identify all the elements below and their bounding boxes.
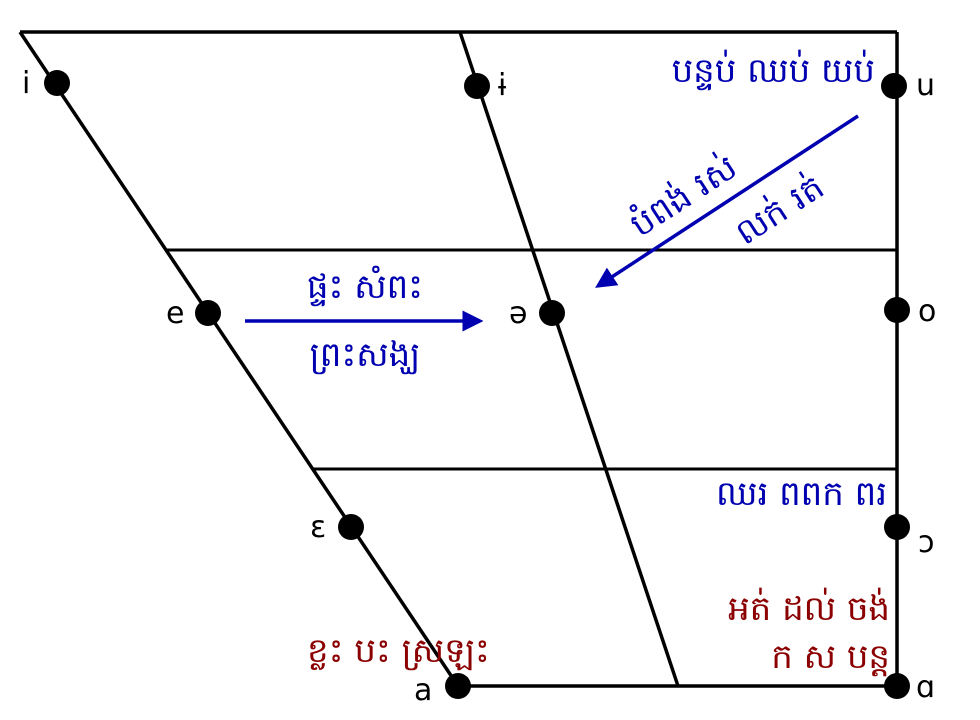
dot-e: [195, 300, 221, 326]
dot-schwa: [539, 300, 565, 326]
vowel-label-u: u: [916, 68, 935, 103]
dot-o: [884, 297, 910, 323]
vowel-label-open-o: ɔ: [918, 525, 934, 560]
khmer-back-open-lower: ក ស បន្ត: [771, 637, 890, 677]
vowel-label-script-a: ɑ: [916, 670, 935, 705]
arrow-u-to-schwa: [595, 114, 859, 288]
vowel-label-open-e: ɛ: [310, 510, 326, 545]
khmer-back-open-upper: អត់ ដល់ ចង់: [728, 587, 890, 629]
vowel-label-o: o: [918, 294, 936, 329]
front-edge: [18, 31, 460, 687]
vowel-label-e: e: [166, 296, 184, 331]
khmer-a-words: ខ្លះ បះ ស្រឡះ: [307, 631, 490, 671]
vowel-label-barred-i: ɨ: [498, 68, 506, 103]
dot-i: [44, 70, 70, 96]
vowel-dots: [44, 70, 910, 699]
vowel-label-schwa: ə: [509, 296, 527, 331]
dot-a: [445, 673, 471, 699]
dot-u: [881, 73, 907, 99]
dot-script-a: [884, 673, 910, 699]
khmer-e-upper: ផ្ទះ សំពះ: [307, 265, 423, 307]
central-line: [458, 31, 680, 687]
dot-barred-i: [464, 73, 490, 99]
vowel-label-i: i: [22, 66, 30, 101]
dot-open-e: [338, 514, 364, 540]
vowel-label-a: a: [414, 673, 432, 708]
khmer-e-lower: ព្រះសង្ឃ: [310, 335, 421, 375]
khmer-u-words: បន្ទប់ ឈប់ យប់: [672, 49, 875, 91]
khmer-o-words: ឈរ ពពក ពរ: [716, 474, 887, 514]
dot-open-o: [884, 514, 910, 540]
